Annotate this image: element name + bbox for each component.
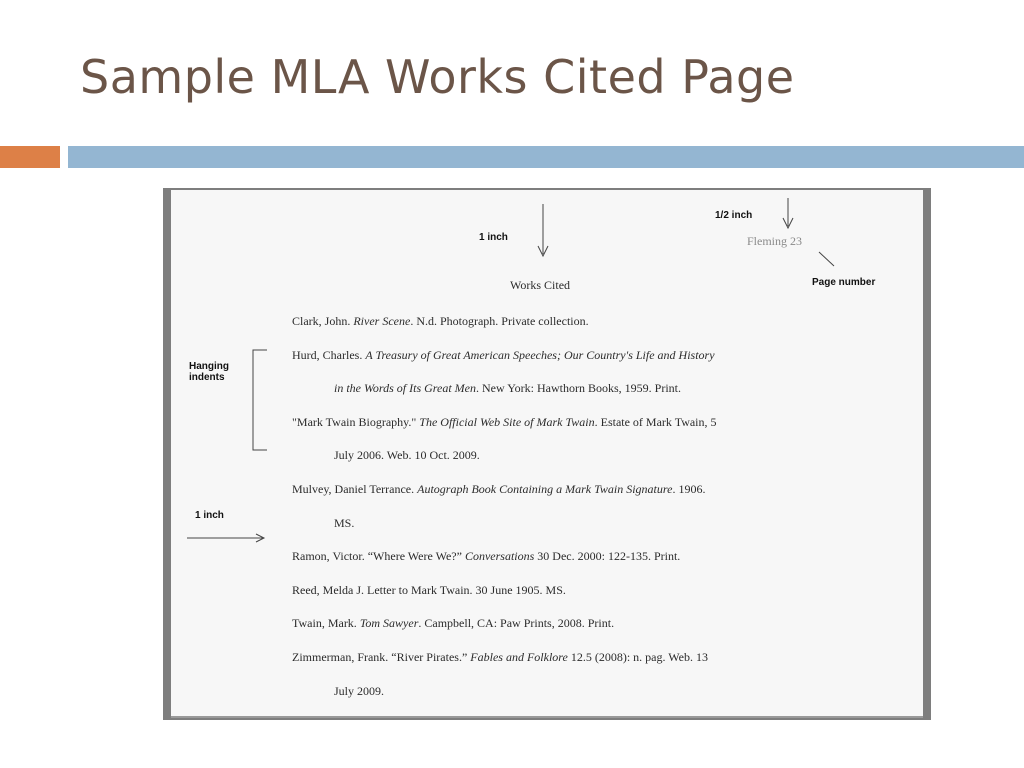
accent-bar-blue [68,146,1024,168]
top-margin-arrowhead [537,245,549,258]
citation-ramon: Ramon, Victor. “Where Were We?” Conversa… [292,549,681,563]
citation-hurd-cont: in the Words of Its Great Men. New York:… [334,381,682,395]
running-header: Fleming 23 [747,234,803,248]
hanging-indents-label-line1: Hanging [189,361,229,372]
accent-bar-orange [0,146,60,168]
slide-title: Sample MLA Works Cited Page [80,50,795,104]
header-margin-arrowhead [782,217,794,230]
top-margin-label: 1 inch [479,232,508,243]
citation-mulvey: Mulvey, Daniel Terrance. Autograph Book … [292,482,706,496]
document-screenshot: 1 inch 1/2 inch Page number Hanging inde… [163,188,931,720]
hanging-indent-bracket [252,349,267,451]
page-number-label: Page number [812,277,876,288]
citation-reed: Reed, Melda J. Letter to Mark Twain. 30 … [292,583,566,597]
left-margin-arrowhead [255,533,266,543]
hanging-indents-label-line2: indents [189,372,225,383]
citation-zimmerman: Zimmerman, Frank. “River Pirates.” Fable… [292,650,708,664]
works-cited-heading: Works Cited [510,278,571,292]
citation-hurd: Hurd, Charles. A Treasury of Great Ameri… [292,348,715,362]
citation-clark: Clark, John. River Scene. N.d. Photograp… [292,314,589,328]
left-margin-label: 1 inch [195,510,224,521]
citation-mulvey-cont: MS. [334,516,355,530]
citation-zimmerman-cont: July 2009. [334,684,385,698]
document-page: 1 inch 1/2 inch Page number Hanging inde… [171,190,923,718]
header-margin-label: 1/2 inch [715,210,753,221]
citation-twain: Twain, Mark. Tom Sawyer. Campbell, CA: P… [292,616,615,630]
annotation-graphics [187,198,835,543]
page-number-pointer [818,251,835,267]
citation-twain-bio: "Mark Twain Biography." The Official Web… [292,415,717,429]
citation-twain-bio-cont: July 2006. Web. 10 Oct. 2009. [334,448,480,462]
